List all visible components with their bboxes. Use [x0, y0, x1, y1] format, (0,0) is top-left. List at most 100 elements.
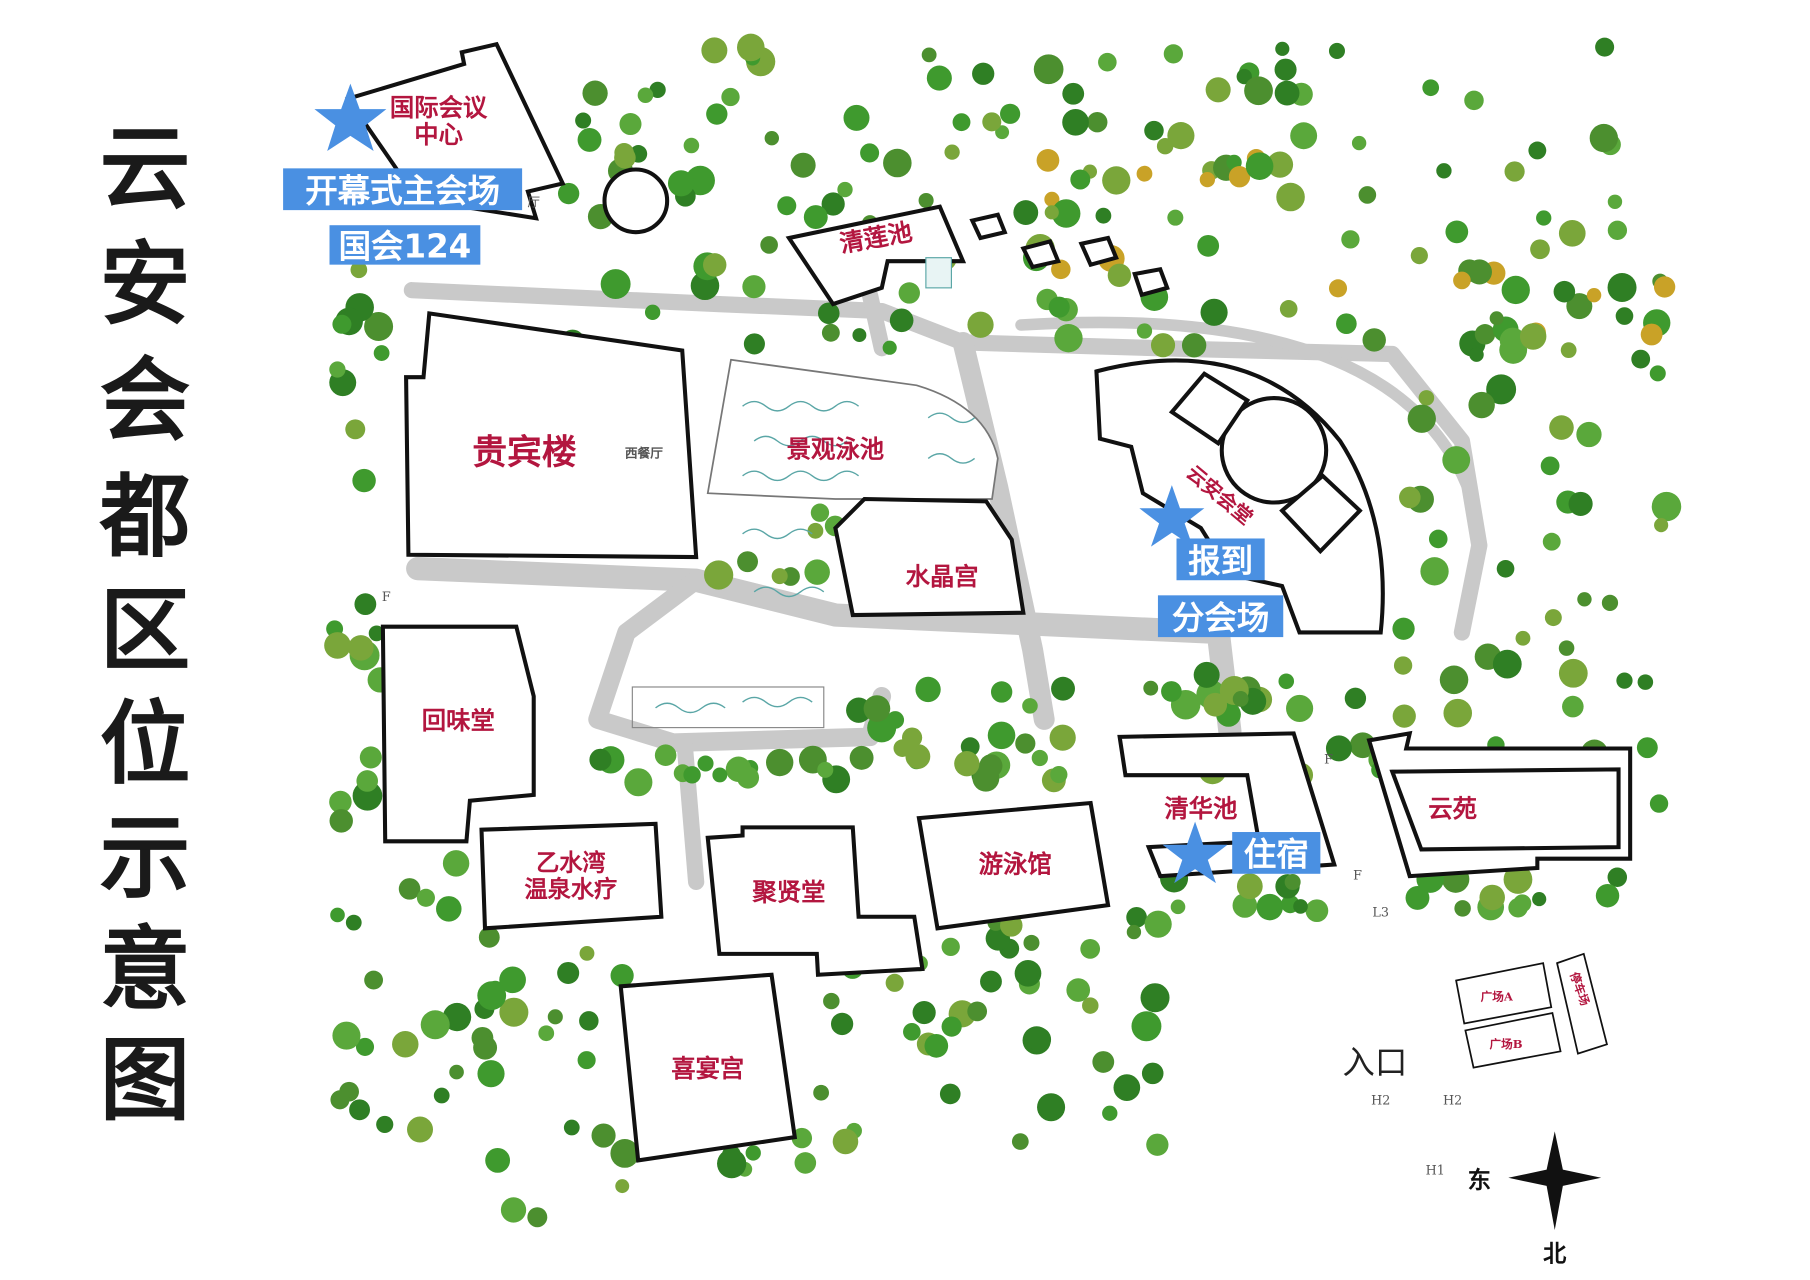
- tree-icon: [972, 764, 1000, 792]
- tree-icon: [924, 1034, 949, 1058]
- compass: 东 北: [1468, 1131, 1602, 1267]
- tree-icon: [1503, 865, 1533, 894]
- tree-icon: [614, 142, 634, 163]
- tree-icon: [1031, 749, 1048, 767]
- tree-icon: [852, 328, 867, 343]
- tree-icon: [1595, 884, 1620, 908]
- tree-icon: [1496, 559, 1515, 578]
- tree-icon: [1256, 893, 1284, 921]
- tree-icon: [1399, 486, 1421, 509]
- tree-icon: [736, 33, 765, 62]
- star-icon: [1162, 821, 1228, 884]
- tree-icon: [1439, 665, 1469, 695]
- tree-icon: [967, 311, 994, 338]
- tree-icon: [1576, 421, 1602, 448]
- compass-icon: [1508, 1131, 1602, 1230]
- tree-icon: [557, 182, 580, 205]
- building-label: 厅: [527, 196, 540, 211]
- star-icon: [314, 83, 387, 151]
- sign-f: F: [1324, 753, 1333, 768]
- tree-icon: [364, 970, 384, 990]
- tree-icon: [1474, 324, 1496, 345]
- tree-icon: [697, 755, 714, 772]
- tree-icon: [538, 1025, 555, 1042]
- tree-icon: [619, 113, 642, 136]
- tree-icon: [1092, 1051, 1115, 1073]
- tree-icon: [849, 745, 874, 770]
- compass-east: 东: [1468, 1167, 1491, 1194]
- building-label: 清华池: [1164, 794, 1237, 823]
- tree-icon: [1616, 672, 1633, 689]
- marker-opening[interactable]: 开幕式主会场 国会124: [283, 83, 523, 266]
- tree-icon: [579, 945, 595, 961]
- tree-icon: [954, 751, 980, 777]
- tree-icon: [600, 269, 631, 300]
- tree-icon: [885, 973, 904, 992]
- tree-icon: [1393, 656, 1413, 675]
- tree-icon: [1167, 122, 1195, 150]
- tree-icon: [1508, 898, 1528, 918]
- marker-label: 开幕式主会场: [305, 172, 500, 210]
- road: [1015, 316, 1474, 494]
- tree-icon: [1640, 323, 1663, 346]
- pool-icon: [925, 257, 952, 289]
- tree-icon: [944, 144, 960, 160]
- tree-icon: [1095, 207, 1112, 224]
- tree-icon: [1062, 82, 1085, 105]
- tree-icon: [1011, 1133, 1029, 1150]
- tree-icon: [1637, 674, 1654, 690]
- marker-lodging[interactable]: 住宿: [1162, 821, 1321, 884]
- tree-icon: [1044, 191, 1060, 207]
- marker-checkin[interactable]: 报到 分会场: [1139, 485, 1284, 638]
- building-label: 游泳馆: [979, 850, 1052, 879]
- tree-icon: [1044, 205, 1059, 220]
- tree-icon: [1519, 323, 1547, 350]
- tree-icon: [1515, 630, 1531, 646]
- tree-icon: [416, 888, 435, 907]
- tree-icon: [791, 1127, 813, 1149]
- tree-icon: [1051, 199, 1081, 228]
- building-spa: 乙水湾 温泉水疗: [479, 821, 664, 931]
- tree-icon: [1050, 766, 1068, 784]
- sign-h2: H2: [1443, 1094, 1462, 1109]
- tree-icon: [817, 302, 840, 325]
- tree-icon: [1037, 1093, 1066, 1122]
- tree-icon: [1197, 234, 1220, 257]
- tree-icon: [1080, 938, 1101, 959]
- tree-icon: [817, 761, 834, 778]
- tree-icon: [1654, 518, 1669, 533]
- road: [862, 287, 890, 357]
- building-label: 中心: [414, 120, 463, 149]
- tree-icon: [1558, 219, 1586, 247]
- tree-icon: [1615, 307, 1634, 325]
- tree-icon: [683, 766, 701, 784]
- plaza-a-label: 广场A: [1481, 989, 1514, 1003]
- tree-icon: [830, 1012, 854, 1036]
- tree-icon: [843, 104, 870, 131]
- tree-icon: [1033, 54, 1064, 85]
- tree-icon: [1442, 446, 1471, 474]
- tree-icon: [433, 1087, 450, 1104]
- tree-icon: [1232, 691, 1249, 707]
- tree-icon: [683, 137, 700, 154]
- tree-icon: [637, 87, 654, 104]
- tree-icon: [591, 1123, 616, 1148]
- tree-icon: [477, 981, 507, 1011]
- tree-icon: [345, 419, 366, 440]
- tree-icon: [821, 192, 845, 216]
- tree-icon: [373, 345, 390, 361]
- tree-icon: [1392, 617, 1415, 640]
- lower-pool: [631, 686, 825, 729]
- building-huiwei: 回味堂: [380, 624, 536, 844]
- tree-icon: [364, 311, 394, 342]
- tree-icon: [1653, 276, 1676, 298]
- tree-icon: [1420, 557, 1449, 586]
- tree-icon: [1054, 324, 1083, 353]
- tree-icon: [1070, 169, 1091, 190]
- building-label: 西餐厅: [625, 445, 663, 461]
- tree-icon: [1274, 80, 1300, 106]
- trees: [324, 33, 1682, 1228]
- tree-icon: [736, 766, 760, 789]
- round-plaza: [602, 167, 670, 235]
- tree-icon: [1141, 1062, 1164, 1085]
